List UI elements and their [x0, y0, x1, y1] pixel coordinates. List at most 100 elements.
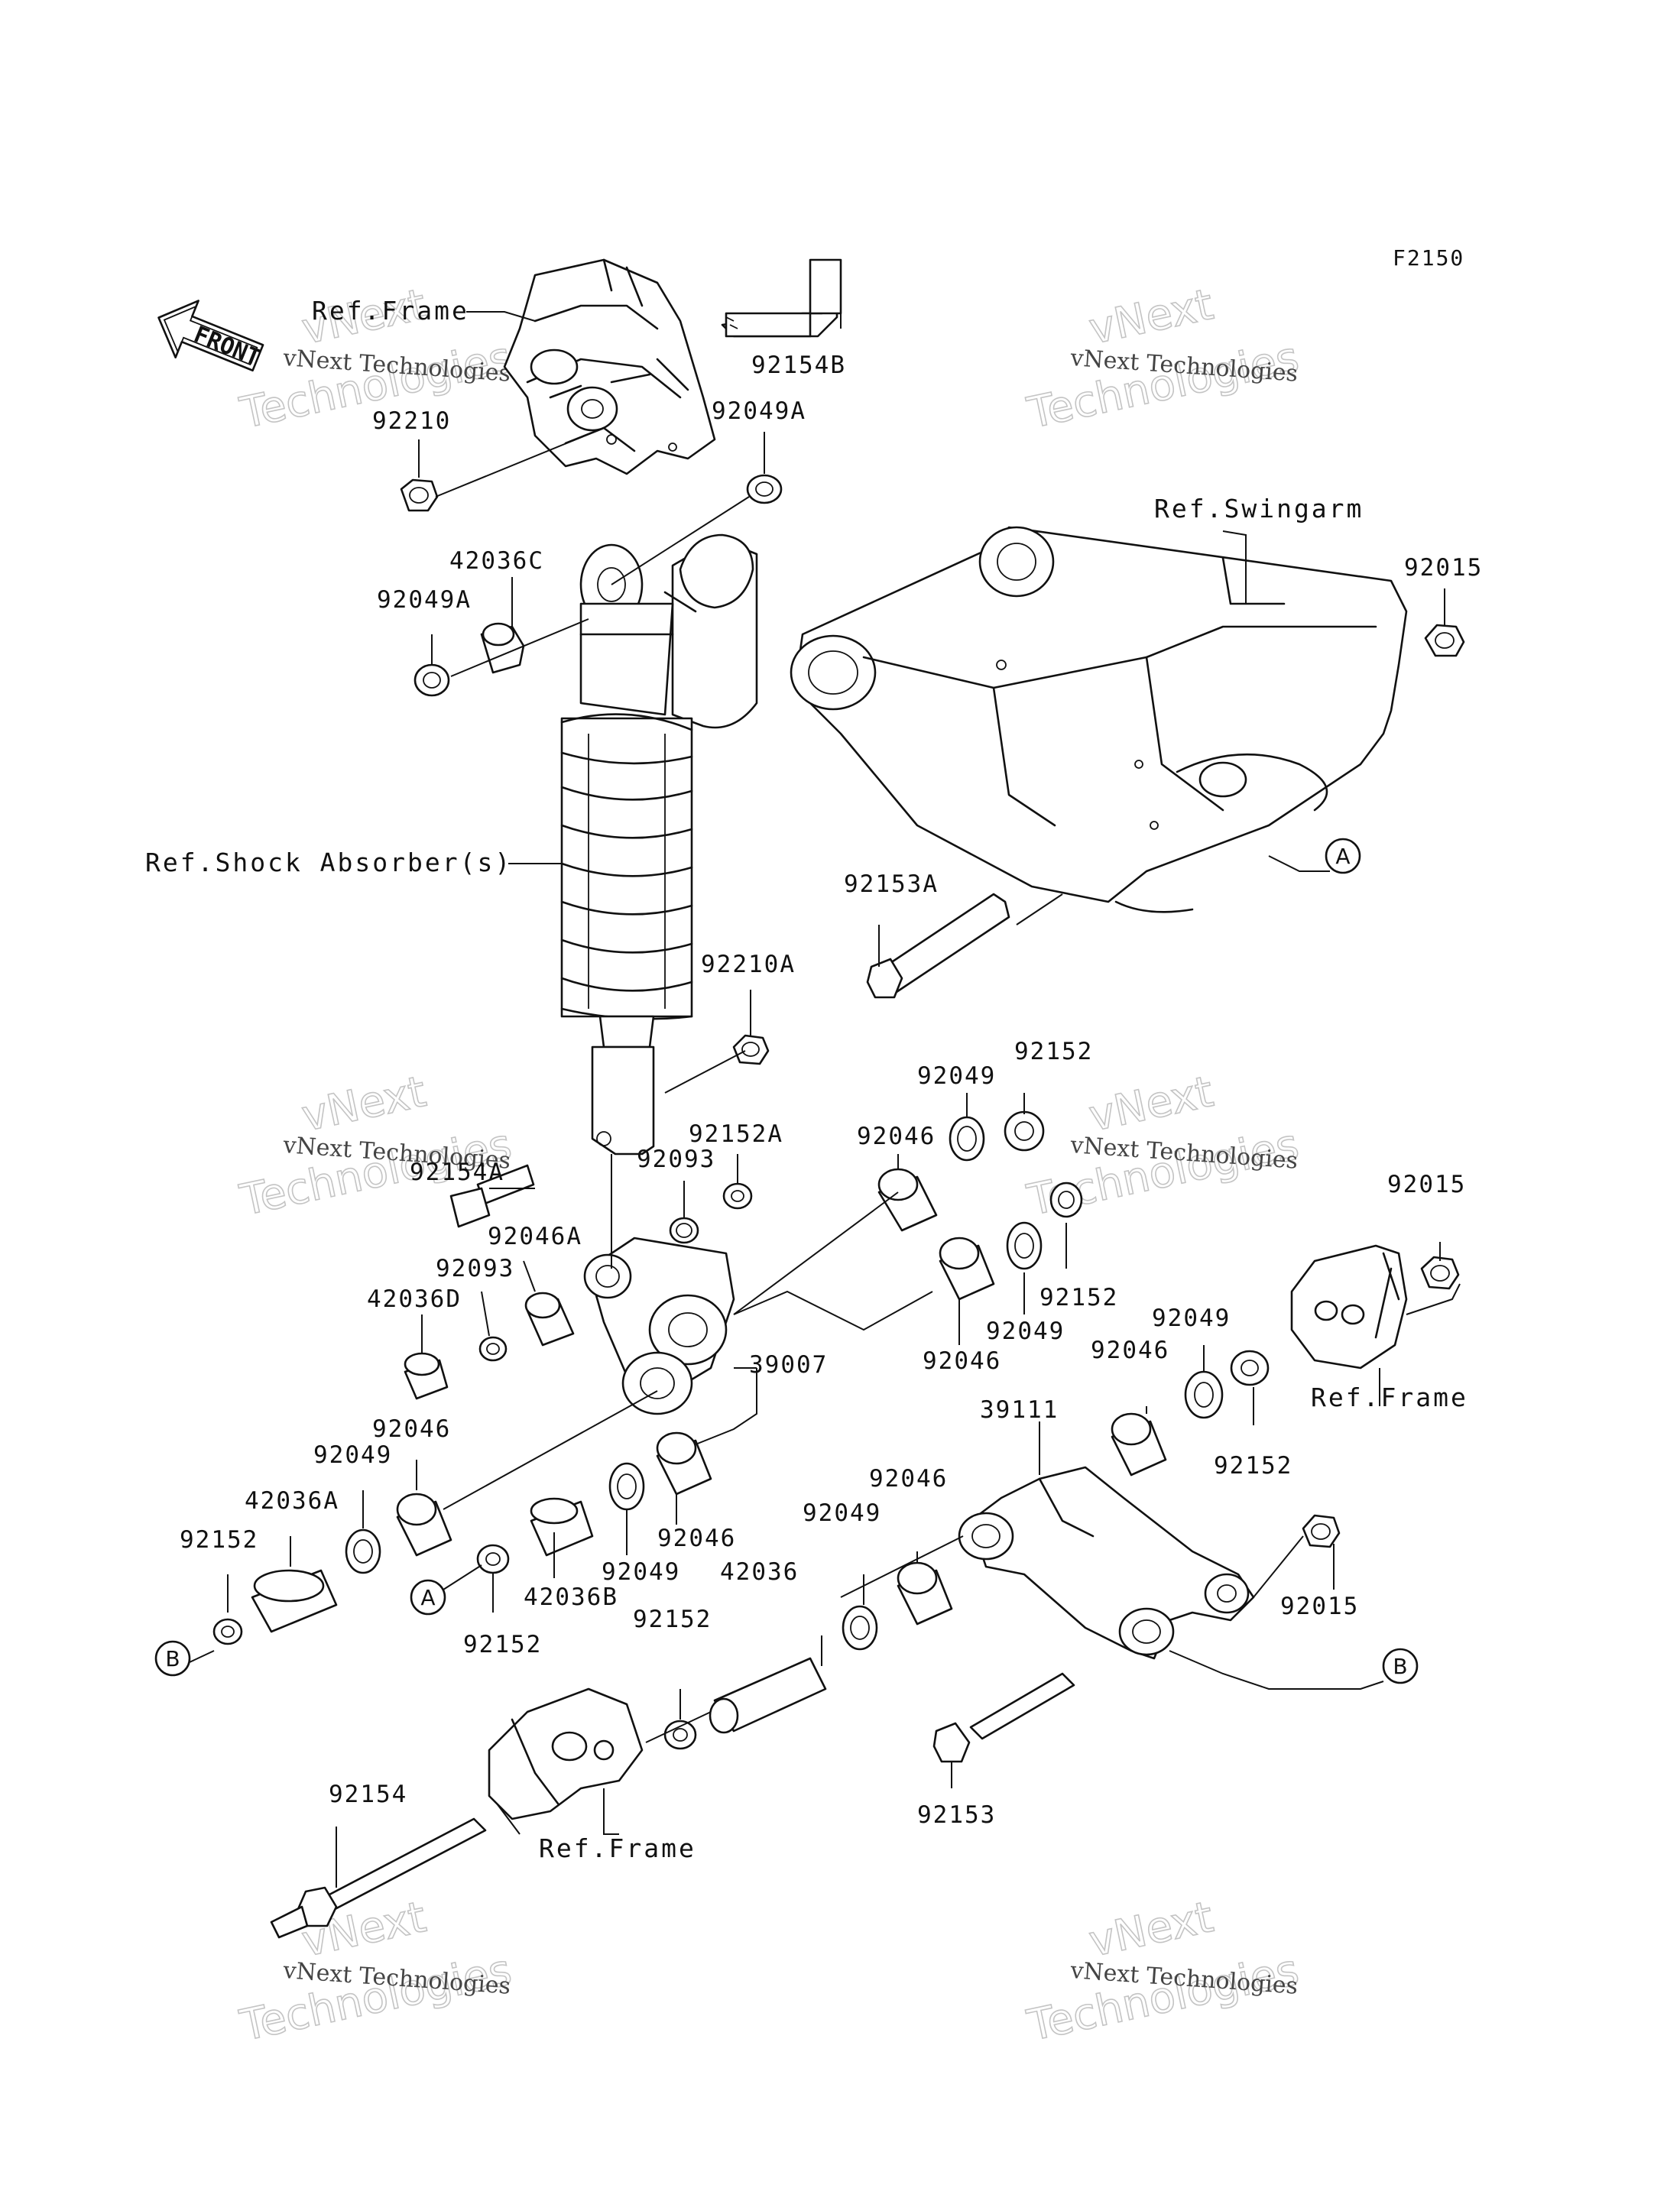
- washer-92049-mid: [1006, 1221, 1043, 1270]
- part-label: 92046: [372, 1415, 451, 1443]
- washer-92152-lower-left: [476, 1544, 510, 1574]
- part-label: 92049: [313, 1441, 392, 1469]
- part-label: 92093: [637, 1146, 715, 1173]
- part-label: 92046: [869, 1465, 948, 1493]
- collar-42036c: [480, 622, 525, 674]
- part-label: 92046: [857, 1123, 936, 1150]
- washer-92152-upper: [1004, 1110, 1045, 1152]
- nut-92015-top: [1424, 624, 1465, 657]
- part-label: 92152: [180, 1526, 258, 1554]
- part-label: 42036A: [245, 1487, 339, 1515]
- svg-text:Technologies: Technologies: [1023, 332, 1302, 439]
- bearing-92046-lower-left: [396, 1493, 452, 1557]
- washer-92152-right: [1230, 1350, 1270, 1386]
- bolt-92154: [270, 1817, 487, 1939]
- washer-92049-upper: [949, 1116, 985, 1162]
- washer-92049-lower-right: [608, 1462, 645, 1511]
- part-label: 92152: [1039, 1284, 1118, 1311]
- part-label: 92049: [986, 1318, 1065, 1345]
- part-label: 92210A: [701, 951, 796, 978]
- watermark-bottom-right: vNext Technologies vNext Technologies: [1023, 1891, 1304, 2051]
- washer-92093-lower: [478, 1336, 508, 1362]
- part-label: 92046A: [488, 1223, 582, 1250]
- front-label: FRONT: [190, 321, 264, 371]
- part-label: 39111: [980, 1396, 1059, 1424]
- ref-frame-bottom-label: Ref.Frame: [539, 1833, 696, 1863]
- washer-92049-lower-left: [345, 1528, 381, 1574]
- part-label: 92049: [803, 1499, 881, 1527]
- part-label: 92015: [1280, 1593, 1359, 1620]
- bearing-92046-rocker: [897, 1561, 953, 1626]
- rocker-arm-39111: [958, 1466, 1255, 1660]
- ref-frame-right-label: Ref.Frame: [1311, 1383, 1468, 1412]
- collar-42036b: [530, 1497, 594, 1557]
- part-label: 92049: [602, 1558, 680, 1586]
- upper-frame-bracket: [503, 258, 716, 475]
- part-label: 92049: [1152, 1305, 1231, 1332]
- bolt-92153a: [866, 893, 1010, 999]
- washer-92152-lower-mid: [663, 1720, 697, 1750]
- ref-swingarm-label: Ref.Swingarm: [1154, 494, 1364, 524]
- lower-frame-bracket: [488, 1687, 644, 1820]
- tie-rod-39007: [583, 1237, 735, 1415]
- callout-a-lower: A: [410, 1579, 446, 1616]
- washer-92093-top: [669, 1217, 699, 1244]
- svg-text:vNext: vNext: [1085, 1067, 1218, 1142]
- part-label: 42036C: [449, 547, 544, 575]
- part-label: 42036D: [367, 1285, 462, 1313]
- part-label: 92210: [372, 407, 451, 435]
- leader-lines: [189, 306, 1461, 1888]
- part-label: 92015: [1404, 554, 1483, 582]
- watermark-bottom-left: vNext Technologies vNext Technologies: [235, 1891, 517, 2051]
- bearing-92046-mid: [939, 1237, 995, 1301]
- part-label: 42036B: [524, 1583, 618, 1611]
- part-label: 42036: [720, 1558, 799, 1586]
- washer-92152a: [722, 1182, 753, 1210]
- part-label: 92046: [923, 1347, 1001, 1375]
- watermark-top-right: vNext Technologies vNext Technologies: [1023, 279, 1304, 439]
- bolt-92154a: [449, 1164, 535, 1228]
- part-label: 92154A: [410, 1159, 504, 1186]
- svg-text:Technologies: Technologies: [1023, 1945, 1302, 2051]
- part-number-labels: 92154B 92210 92049A 42036C 92049A 92015 …: [180, 352, 1483, 1829]
- callout-a-swingarm: A: [1325, 838, 1361, 874]
- part-label: 92046: [657, 1525, 736, 1552]
- part-label: 92152: [1014, 1038, 1093, 1065]
- right-frame-bracket: [1290, 1244, 1408, 1370]
- part-label: 92153A: [844, 870, 939, 898]
- svg-text:vNext: vNext: [1085, 280, 1218, 355]
- svg-text:B: B: [165, 1646, 180, 1671]
- part-label: 92152: [463, 1631, 542, 1658]
- front-arrow-icon: FRONT: [157, 300, 264, 372]
- washer-92049a-top: [746, 474, 783, 504]
- bearing-92046-upper: [877, 1168, 938, 1232]
- svg-text:vNext: vNext: [1085, 1892, 1218, 1967]
- part-label: 92154: [329, 1781, 407, 1808]
- washer-92049-right: [1184, 1370, 1224, 1419]
- callout-b-right: B: [1382, 1648, 1419, 1684]
- washer-92152-far-left: [212, 1618, 243, 1645]
- bolt-92154b: [721, 258, 842, 338]
- part-label: 92152: [1214, 1452, 1292, 1480]
- collar-42036d: [404, 1352, 449, 1400]
- part-label: 92049A: [712, 397, 806, 425]
- collar-42036a: [251, 1569, 338, 1633]
- part-label: 92093: [436, 1255, 514, 1282]
- collar-42036: [709, 1657, 827, 1734]
- svg-text:B: B: [1393, 1654, 1407, 1679]
- bearing-92046a: [524, 1292, 575, 1347]
- part-label: 39007: [749, 1351, 828, 1379]
- part-label: 92152: [633, 1606, 712, 1633]
- part-label: 92154B: [751, 352, 846, 379]
- svg-text:A: A: [1335, 844, 1350, 869]
- part-label: 92049A: [377, 586, 472, 614]
- part-label: 92153: [917, 1801, 996, 1829]
- bolt-92153: [932, 1672, 1075, 1763]
- washer-92049-rocker: [842, 1605, 878, 1651]
- svg-text:Technologies: Technologies: [235, 1945, 515, 2051]
- nut-92210: [400, 478, 439, 512]
- svg-text:vNext: vNext: [297, 1067, 430, 1142]
- part-label: 92046: [1091, 1337, 1169, 1364]
